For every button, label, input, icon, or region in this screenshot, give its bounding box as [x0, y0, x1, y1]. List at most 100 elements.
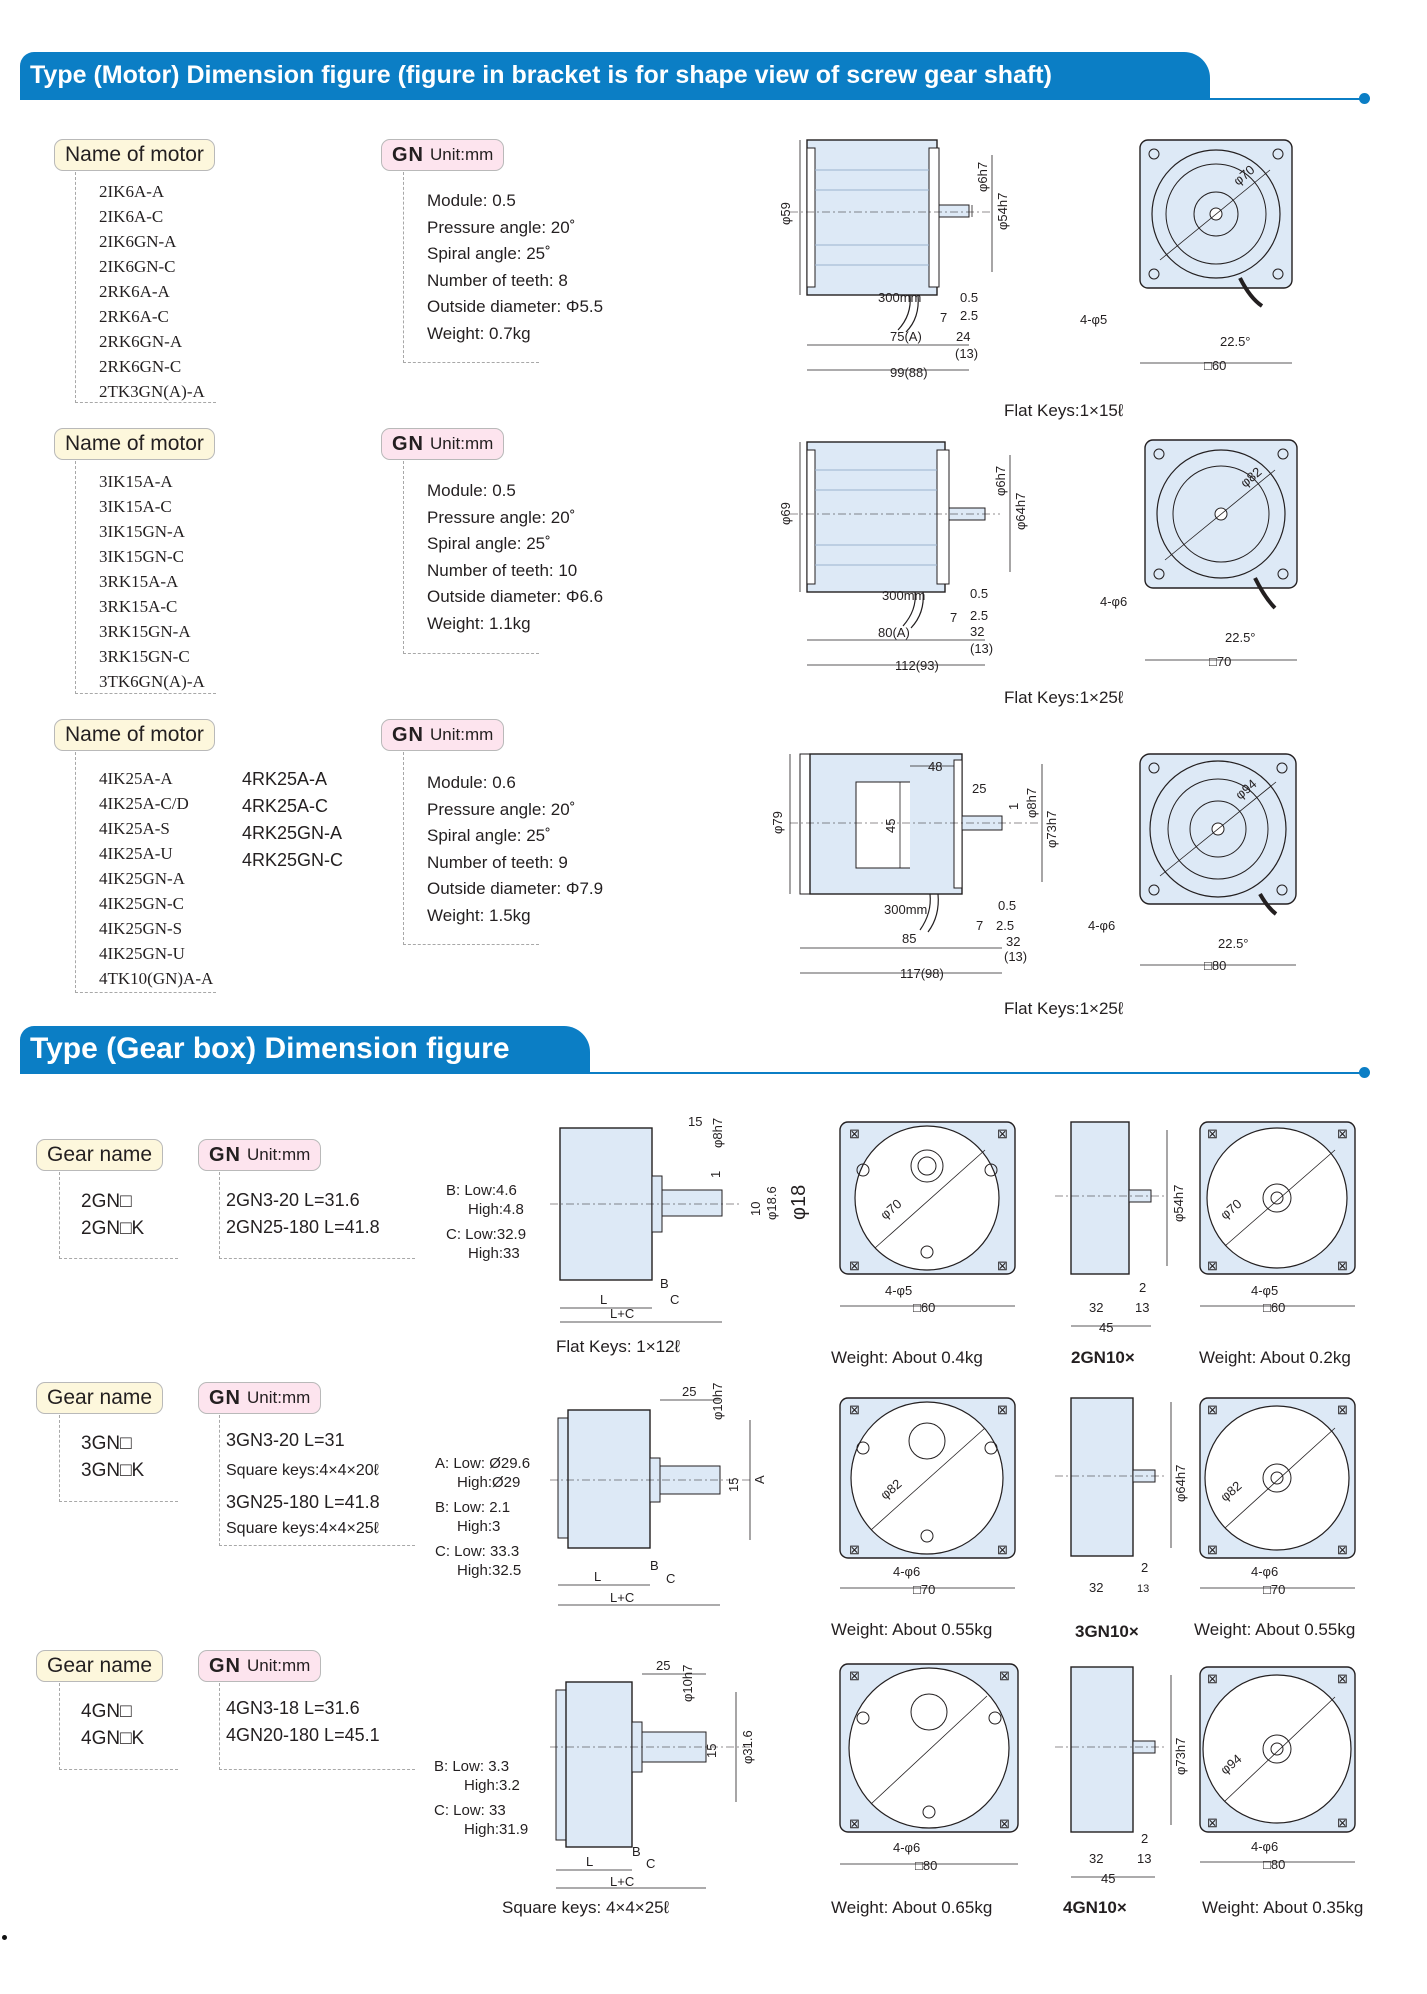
banner-rule	[20, 1072, 1362, 1074]
dim-25: 2.5	[996, 918, 1014, 933]
list-item: Square keys:4×4×20ℓ	[226, 1462, 379, 1479]
list-item: Square keys:4×4×25ℓ	[226, 1520, 379, 1537]
list-item: Outside diameter: Φ5.5	[427, 297, 604, 316]
list-item: 2RK6GN-A	[99, 332, 183, 351]
list-item: 3IK15GN-C	[99, 547, 184, 566]
x-mark: ⊠	[1337, 1815, 1348, 1830]
dim-square: □80	[1263, 1857, 1285, 1872]
list-item: Outside diameter: Φ7.9	[427, 879, 604, 898]
list-item: Spiral angle: 25˚	[427, 244, 551, 263]
gn-unit-tag: GN Unit:mm	[198, 1650, 322, 1682]
unit-label: Unit:mm	[247, 1656, 311, 1675]
dim-len-13: (13)	[970, 641, 993, 656]
list-item: 3IK15GN-A	[99, 522, 185, 541]
dim-shaft: φ6h7	[993, 466, 1008, 496]
dim-shaft: φ10h7	[710, 1383, 725, 1420]
gear-spec-list: Module: 0.5 Pressure angle: 20˚ Spiral a…	[427, 478, 603, 637]
list-item: 3GN3-20 L=31	[226, 1430, 345, 1450]
dim-15: 15	[726, 1478, 741, 1492]
gear-name-list: 2GN□ 2GN□K	[81, 1188, 144, 1242]
dim-05: 0.5	[998, 898, 1016, 913]
decelerator-front-view: ⊠⊠ ⊠⊠ φ82 4-φ6 □70	[1199, 1397, 1356, 1597]
bc-line: High:3	[457, 1518, 501, 1535]
list-item: Number of teeth: 8	[427, 270, 568, 290]
gear-name-list: 3GN□ 3GN□K	[81, 1430, 144, 1484]
dim-25b: 25	[972, 781, 986, 796]
dim-10: 10	[748, 1202, 763, 1216]
list-item: 3RK15GN-C	[99, 647, 190, 666]
dim-body-dia: φ69	[778, 502, 793, 525]
bracket	[59, 1172, 178, 1259]
list-item: 4RK25GN-A	[242, 823, 343, 843]
dim-holes: 4-φ5	[1251, 1283, 1278, 1298]
keys-caption: Square keys: 4×4×25ℓ	[502, 1898, 670, 1917]
unit-label: Unit:mm	[430, 145, 494, 164]
dim-dec-32: 32	[1089, 1300, 1103, 1315]
bc-line: C: Low: 33.3	[435, 1543, 520, 1560]
bc-line: High:32.5	[457, 1562, 522, 1579]
bc-line: A: Low: Ø29.6	[435, 1455, 531, 1472]
bc-line: C: Low: 33	[434, 1802, 506, 1819]
motor-section-banner: Type (Motor) Dimension figure (figure in…	[20, 52, 1370, 104]
list-item: Module: 0.6	[427, 773, 516, 792]
motor-front-view: φ70 4-φ5 22.5° □60	[1080, 139, 1293, 373]
list-item: 2IK6GN-A	[99, 232, 177, 251]
motor-model-list: 3IK15A-A 3IK15A-C 3IK15GN-A 3IK15GN-C 3R…	[99, 469, 205, 694]
banner-dot	[1359, 1067, 1370, 1078]
list-item: Pressure angle: 20˚	[427, 507, 576, 527]
bracket	[59, 1415, 178, 1502]
dim-len-a: 75(A)	[890, 329, 922, 344]
motor-section-title: Type (Motor) Dimension figure (figure in…	[20, 52, 1210, 98]
x-mark: ⊠	[1337, 1402, 1348, 1417]
list-item: 3RK15A-A	[99, 572, 179, 591]
dim-lead: 300mm	[878, 290, 921, 305]
dim-angle: 22.5°	[1220, 334, 1251, 349]
x-mark: ⊠	[999, 1668, 1010, 1683]
dim-45: 45	[883, 819, 898, 833]
x-mark: ⊠	[1207, 1258, 1218, 1273]
list-item: 3IK15A-C	[99, 497, 172, 516]
gearbox-front-view: ⊠⊠ ⊠⊠ φ70 4-φ5 □60	[839, 1121, 1016, 1315]
dim-square: □70	[1263, 1582, 1285, 1597]
dim-lead: 300mm	[882, 588, 925, 603]
list-item: 2RK6GN-C	[99, 357, 182, 376]
bc-line: B: Low:4.6	[446, 1182, 517, 1199]
x-mark: ⊠	[849, 1258, 860, 1273]
dim-pilot: φ54h7	[995, 193, 1010, 230]
motor-model-list-2: 4RK25A-A 4RK25A-C 4RK25GN-A 4RK25GN-C	[242, 766, 343, 874]
gearbox-side-view: 15 φ8h7 1 10 φ18.6 φ18 L B C L+C	[550, 1114, 810, 1323]
dim-shaft: φ8h7	[1024, 788, 1039, 818]
dim-len-total: 112(93)	[895, 658, 939, 673]
dim-7: 7	[976, 918, 983, 933]
list-item: Outside diameter: Φ6.6	[427, 587, 604, 606]
dim-15: 15	[688, 1114, 702, 1129]
dim-shaft: φ8h7	[710, 1118, 725, 1148]
dim-square: □60	[913, 1300, 935, 1315]
motor-side-view: φ79 48 45 25 1 φ8h7 φ73h7 300mm 0.5 7 2.…	[770, 753, 1059, 981]
dim-dec-13: 13	[1137, 1583, 1149, 1595]
x-mark: ⊠	[1207, 1542, 1218, 1557]
dim-holes: 4-φ5	[1080, 312, 1107, 327]
dim-body-dia: φ79	[770, 811, 785, 834]
list-item: 2GN3-20 L=31.6	[226, 1190, 360, 1210]
dim-186: φ18.6	[764, 1186, 779, 1220]
bracket	[403, 461, 539, 654]
list-item: Module: 0.5	[427, 481, 516, 500]
list-item: 4IK25A-C/D	[99, 794, 189, 813]
gearbox-section-title: Type (Gear box) Dimension figure	[20, 1026, 590, 1072]
gearbox-section-banner: Type (Gear box) Dimension figure	[20, 1026, 1370, 1078]
decelerator-name: 3GN10×	[1075, 1622, 1139, 1641]
dim-dec-45: 45	[1099, 1320, 1113, 1335]
x-mark: ⊠	[1207, 1815, 1218, 1830]
unit-label: Unit:mm	[247, 1388, 311, 1407]
dim-len-24: 24	[956, 329, 970, 344]
gear-name-tag: Gear name	[36, 1650, 164, 1682]
dim-18: φ18	[788, 1185, 810, 1220]
flat-keys-caption: Flat Keys:1×25ℓ	[1004, 688, 1124, 707]
dim-holes: 4-φ6	[1251, 1564, 1278, 1579]
list-item: 2IK6A-C	[99, 207, 164, 226]
dim-dec-pilot: φ64h7	[1173, 1465, 1188, 1502]
weight-caption: Weight: About 0.55kg	[831, 1620, 993, 1639]
gearbox-side-view: 25 φ10h7 15 A L B C L+C	[550, 1383, 767, 1606]
list-item: Weight: 1.5kg	[427, 905, 531, 925]
